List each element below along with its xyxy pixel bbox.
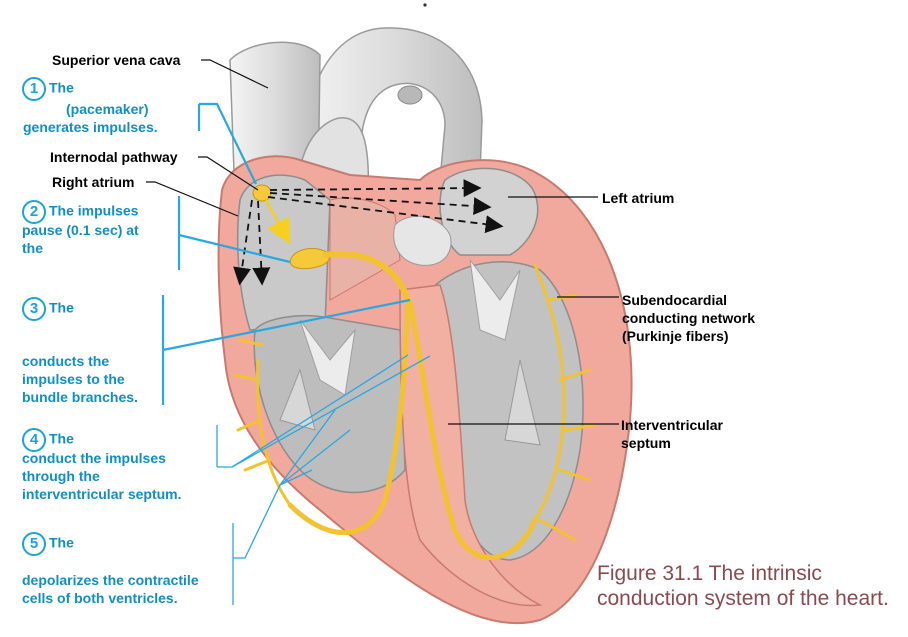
leader-lines-black [146, 59, 619, 425]
label-interventricular-line2: septum [621, 435, 671, 451]
step-5-line1: The [49, 534, 74, 551]
step-4-line1: The [49, 430, 74, 447]
figure-caption: Figure 31.1 The intrinsic conduction sys… [597, 561, 889, 611]
label-interventricular-septum: Interventricular septum [621, 416, 723, 452]
figure-caption-line2: conduction system of the heart. [597, 587, 889, 610]
step-2-line1: The impulses [49, 202, 139, 219]
step-3-line1: The [49, 299, 74, 316]
sa-to-av-arrow [264, 199, 291, 245]
step-1-number: 1 [22, 77, 46, 101]
label-internodal-pathway: Internodal pathway [50, 149, 178, 165]
sa-node [252, 184, 272, 202]
step-1-line3: generates impulses. [23, 119, 158, 135]
step-1-line1: The [49, 79, 74, 96]
av-node [289, 248, 330, 270]
aortic-valve [393, 215, 452, 266]
step-4-line4: interventricular septum. [22, 486, 182, 502]
aorta-opening [397, 85, 423, 105]
leader-lines-blue-thin [216, 354, 431, 605]
internodal-arrows [233, 179, 504, 286]
tricuspid-valve [299, 319, 356, 396]
step-4-line2: conduct the impulses [22, 450, 166, 466]
label-subendocardial: Subendocardial conducting network (Purki… [622, 291, 755, 345]
label-left-atrium: Left atrium [602, 190, 675, 206]
step-1-line2: (pacemaker) [66, 101, 149, 117]
mitral-valve [469, 259, 521, 341]
label-superior-vena-cava: Superior vena cava [52, 52, 181, 68]
label-right-atrium: Right atrium [52, 174, 135, 190]
figure-caption-line1: Figure 31.1 The intrinsic [597, 562, 822, 585]
step-3-line4: bundle branches. [22, 389, 138, 405]
purkinje-fibers-right [233, 338, 292, 507]
step-2-line2: pause (0.1 sec) at [22, 222, 139, 238]
left-atrium-chamber [439, 167, 539, 256]
step-2-line3: the [22, 240, 43, 256]
label-interventricular-line1: Interventricular [621, 417, 723, 433]
step-5-line2: depolarizes the contractile [22, 572, 199, 588]
step-5-number: 5 [22, 532, 46, 556]
purkinje-fibers-left [533, 263, 597, 542]
step-3-line3: impulses to the [22, 371, 125, 387]
step-5-line3: cells of both ventricles. [22, 590, 178, 606]
step-4-number: 4 [22, 428, 46, 452]
step-3-number: 3 [22, 297, 46, 321]
left-ventricle-chamber [429, 261, 584, 561]
right-ventricle-chamber [253, 314, 406, 494]
step-2-number: 2 [22, 200, 46, 224]
label-subendocardial-line3: (Purkinje fibers) [622, 328, 729, 344]
label-subendocardial-line1: Subendocardial [622, 292, 728, 308]
right-bundle-branch [287, 297, 411, 535]
av-bundle [322, 251, 411, 303]
left-bundle-branch [407, 299, 538, 561]
leader-lines-blue [161, 102, 411, 405]
top-dot [423, 3, 427, 7]
label-subendocardial-line2: conducting network [622, 310, 755, 326]
step-4-line3: through the [22, 468, 100, 484]
interventricular-septum [399, 284, 543, 607]
step-3-line2: conducts the [22, 353, 110, 369]
